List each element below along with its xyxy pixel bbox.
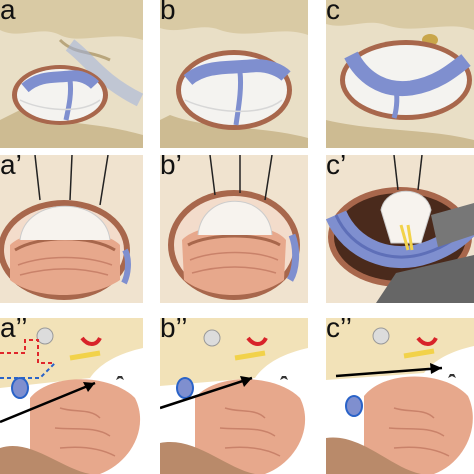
panel-c-prime: c’	[326, 155, 474, 303]
panel-label: c	[326, 0, 340, 25]
bone-window-illustration-small	[0, 0, 143, 148]
panel-a-double-prime: a’’	[0, 318, 143, 474]
panel-label: a	[0, 0, 16, 25]
trajectory-illustration-c	[326, 318, 474, 474]
panel-label: a’’	[0, 318, 28, 343]
panel-label: b	[160, 0, 176, 25]
panel-label: a’	[0, 155, 22, 180]
panel-b: b	[160, 0, 308, 148]
dural-opening-illustration-a	[0, 155, 143, 303]
dural-opening-illustration-b	[160, 155, 308, 303]
bone-window-illustration-large	[326, 0, 474, 148]
panel-label: c’	[326, 155, 347, 180]
panel-label: b’	[160, 155, 182, 180]
panel-a: a	[0, 0, 143, 148]
panel-b-double-prime: b’’	[160, 318, 308, 474]
bone-window-illustration-medium	[160, 0, 308, 148]
dural-opening-illustration-c	[326, 155, 474, 303]
panel-a-prime: a’	[0, 155, 143, 303]
panel-b-prime: b’	[160, 155, 308, 303]
panel-label: c’’	[326, 318, 352, 343]
panel-c: c	[326, 0, 474, 148]
panel-c-double-prime: c’’	[326, 318, 474, 474]
trajectory-illustration-a	[0, 318, 143, 474]
panel-label: b’’	[160, 318, 188, 343]
trajectory-illustration-b	[160, 318, 308, 474]
